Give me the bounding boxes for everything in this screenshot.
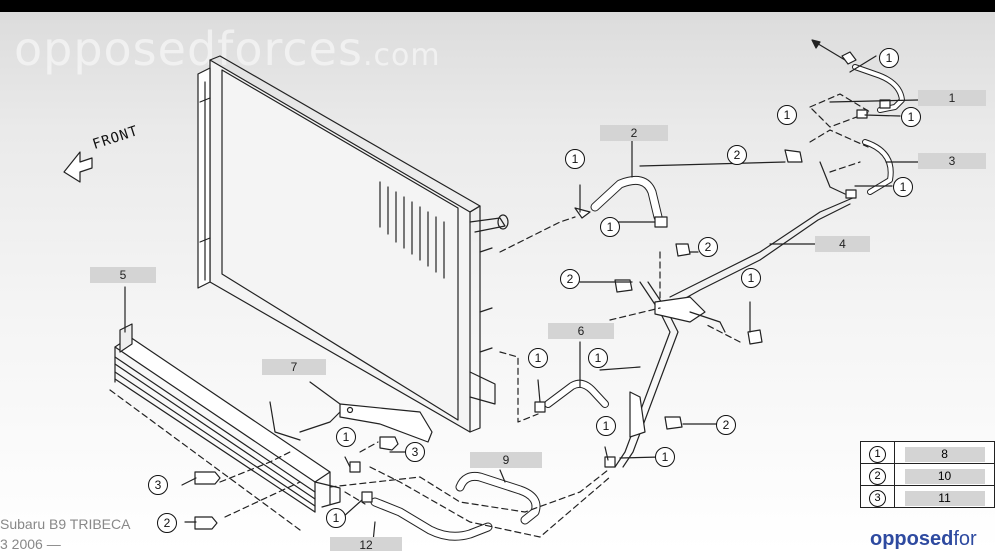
- legend-symbol: 1: [869, 446, 887, 463]
- brand-logo: opposedfor: [870, 528, 977, 550]
- year-caption: 3 2006 —: [0, 536, 61, 551]
- symbol-1-pipe-lower: 1: [893, 177, 913, 197]
- symbol-1-hose2: 1: [565, 149, 585, 169]
- symbol-1-right: 1: [741, 268, 761, 288]
- symbol-1-hose6-left: 1: [528, 348, 548, 368]
- symbol-2-lower-right: 2: [716, 415, 736, 435]
- bracket: [299, 403, 433, 443]
- symbol-1-pipe-right: 1: [901, 107, 921, 127]
- symbol-1-top: 1: [879, 48, 899, 68]
- symbol-3-bracket: 3: [405, 442, 425, 462]
- watermark: opposedforces.com: [14, 22, 441, 76]
- legend-symbol: 2: [869, 468, 887, 485]
- radiator: [197, 55, 509, 433]
- pipe-assembly-4: [614, 161, 856, 468]
- symbol-1-lower-left: 1: [596, 416, 616, 436]
- symbol-1-pipe-left: 1: [777, 105, 797, 125]
- legend-row: 2 10: [859, 463, 995, 486]
- legend-row: 3 11: [859, 485, 995, 508]
- symbol-1-hose6-right: 1: [588, 348, 608, 368]
- callout-2: 2: [600, 125, 668, 141]
- callout-7: 7: [262, 359, 326, 375]
- symbol-2-pipe: 2: [727, 145, 747, 165]
- hose-9: [455, 472, 541, 525]
- callout-12: 12: [330, 537, 402, 551]
- callout-4: 4: [815, 236, 870, 252]
- oil-cooler: [114, 323, 341, 513]
- callout-1: 1: [918, 90, 986, 106]
- callout-9: 9: [470, 452, 542, 468]
- diagram-stage: opposedforces.com: [0, 12, 995, 551]
- legend-value: 8: [904, 447, 985, 462]
- legend-symbol: 3: [869, 490, 887, 507]
- symbol-1-clip: 1: [600, 217, 620, 237]
- callout-6: 6: [548, 323, 614, 339]
- callout-3: 3: [918, 153, 986, 169]
- pipe-3: [862, 139, 894, 195]
- symbol-1-lower-right: 1: [655, 447, 675, 467]
- symbol-3-cooler: 3: [148, 475, 168, 495]
- callout-leaders: [124, 55, 919, 543]
- legend-row: 1 8: [859, 441, 995, 464]
- symbol-2-bolt-left: 2: [560, 269, 580, 289]
- leader-lines: [109, 93, 871, 538]
- symbol-2-cooler: 2: [157, 513, 177, 533]
- hose-2: [574, 175, 663, 222]
- legend-value: 10: [904, 469, 985, 484]
- diagram-drawing: [63, 39, 919, 543]
- torque-legend: 1 8 2 10 3 11: [859, 441, 995, 508]
- callout-5: 5: [90, 267, 156, 283]
- fasteners: [194, 99, 891, 530]
- hose-12: [370, 497, 493, 541]
- symbol-2-clip: 2: [698, 237, 718, 257]
- symbol-1-hose12: 1: [326, 508, 346, 528]
- legend-value: 11: [904, 491, 985, 506]
- symbol-1-bracket: 1: [336, 427, 356, 447]
- model-caption: Subaru B9 TRIBECA: [0, 516, 131, 532]
- front-arrow-icon: [63, 151, 93, 183]
- hose-6: [544, 379, 609, 408]
